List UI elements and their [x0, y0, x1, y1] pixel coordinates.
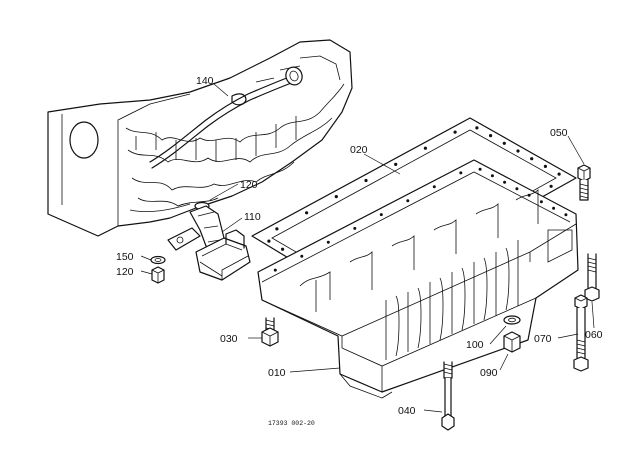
bolt-hole — [267, 239, 271, 243]
label-010: 010 — [268, 367, 286, 379]
washer-100 — [503, 315, 521, 325]
bolt-hole — [406, 199, 410, 203]
bolt-hole — [275, 227, 279, 231]
nut-090 — [503, 331, 521, 353]
bolt-hole — [527, 193, 531, 197]
bolt-hole — [503, 180, 507, 184]
label-120: 120 — [116, 266, 134, 278]
oil-pan — [257, 159, 579, 399]
bolt-hole — [475, 126, 479, 130]
bolt-hole — [564, 213, 568, 217]
bolt-hole — [423, 146, 427, 150]
bolt-hole — [300, 254, 304, 258]
bolt-050 — [577, 164, 591, 201]
bolt-hole — [353, 226, 357, 230]
label-070: 070 — [534, 333, 552, 345]
label-060: 060 — [585, 329, 603, 341]
bolt-hole — [490, 174, 494, 178]
bolt-hole — [515, 187, 519, 191]
bolt-120 — [151, 266, 165, 284]
bolt-hole — [478, 167, 482, 171]
bolt-hole — [552, 206, 556, 210]
bolt-hole — [326, 240, 330, 244]
bolt-hole — [549, 184, 553, 188]
bolt-070 — [573, 294, 589, 372]
bolt-hole — [432, 185, 436, 189]
bolt-hole — [543, 164, 548, 168]
bolt-hole — [305, 211, 309, 215]
bolt-hole — [334, 195, 338, 199]
bolt-hole — [459, 171, 463, 175]
leader-lines — [140, 83, 595, 413]
label-020: 020 — [350, 144, 368, 156]
bolt-030 — [261, 317, 279, 347]
bolt-hole — [379, 213, 383, 217]
bolt-hole — [489, 134, 493, 138]
bolt-hole — [530, 157, 534, 161]
drawing-reference-number: 17393 002-20 — [268, 420, 315, 427]
label-100: 100 — [466, 339, 484, 351]
label-030: 030 — [220, 333, 238, 345]
bolt-hole — [539, 200, 543, 204]
bolt-060 — [584, 253, 600, 302]
bolt-hole — [281, 247, 285, 251]
washer-150 — [150, 255, 166, 265]
label-140: 140 — [196, 75, 214, 87]
bolt-hole — [453, 130, 457, 134]
stud-bolt-040 — [441, 361, 455, 431]
label-110: 110 — [244, 211, 261, 223]
label-090: 090 — [480, 367, 498, 379]
label-050: 050 — [550, 127, 568, 139]
bolt-hole — [502, 141, 506, 145]
oil-strainer — [167, 205, 251, 281]
bolt-hole — [273, 268, 277, 272]
label-040: 040 — [398, 405, 416, 417]
bolt-hole — [557, 172, 561, 176]
label-130: 120 — [240, 179, 258, 191]
dipstick — [149, 66, 303, 169]
part-labels: 140 120 110 150 120 020 050 060 070 100 … — [116, 75, 603, 427]
label-150: 150 — [116, 251, 134, 263]
bolt-hole — [516, 149, 520, 153]
bolt-hole — [364, 178, 368, 183]
bolt-hole — [394, 162, 398, 166]
